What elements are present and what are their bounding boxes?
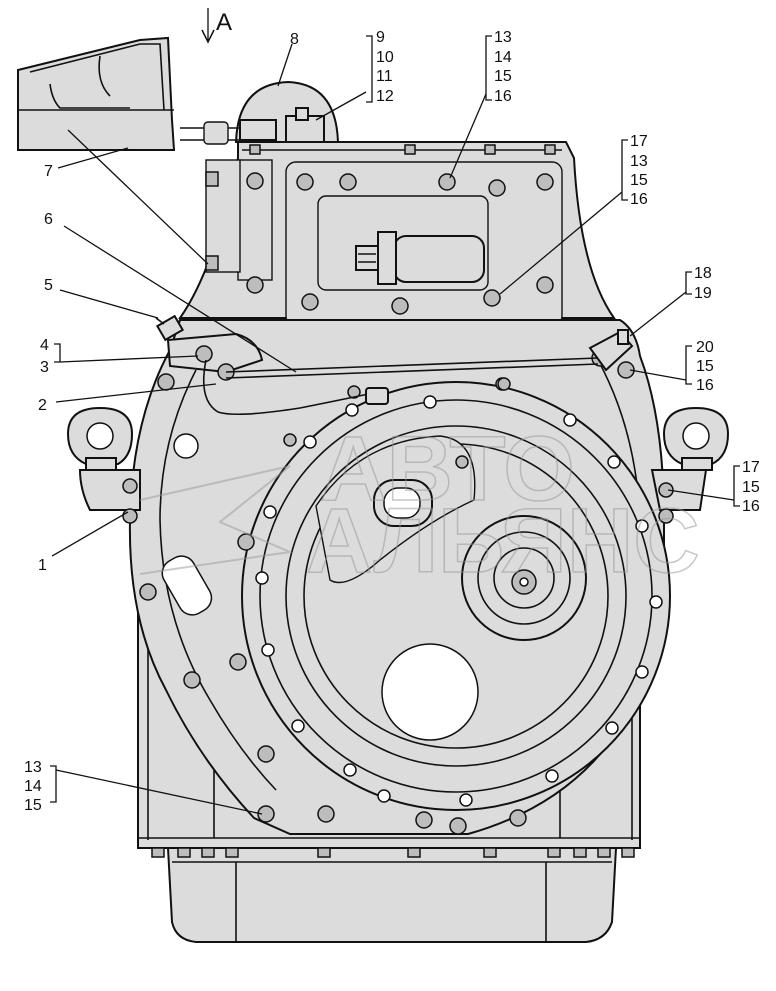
oil-pan — [166, 847, 618, 943]
callout-top-13: 13 — [494, 29, 512, 46]
lifting-eye-left — [66, 406, 141, 511]
callout-bottom-15: 15 — [24, 797, 42, 814]
callout-3: 3 — [40, 359, 49, 376]
balance-opening — [381, 643, 479, 741]
callout-labels: 7 6 5 4 3 2 1 8 9 10 11 12 13 14 15 16 1… — [24, 29, 760, 814]
callout-right-13: 13 — [630, 153, 648, 170]
callout-bottom-14: 14 — [24, 778, 42, 795]
callout-11: 11 — [376, 68, 393, 85]
callout-top-14: 14 — [494, 49, 512, 66]
callout-mid-16: 16 — [696, 377, 714, 394]
callout-2: 2 — [38, 397, 47, 414]
crankshaft-hub — [461, 515, 587, 641]
wiring-connector — [180, 107, 325, 145]
solenoid — [355, 231, 485, 285]
sensor-cable — [202, 359, 379, 416]
callout-top-16: 16 — [494, 88, 512, 105]
view-label: A — [216, 9, 232, 36]
callout-9: 9 — [376, 29, 385, 46]
callout-1: 1 — [38, 557, 47, 574]
pan-bolts — [151, 847, 635, 858]
callout-8: 8 — [290, 31, 299, 48]
support-rod — [225, 357, 599, 373]
callout-20: 20 — [696, 339, 714, 356]
callout-top-15: 15 — [494, 68, 512, 85]
valve-cover-bolts — [246, 144, 556, 315]
callout-bottom-13: 13 — [24, 759, 42, 776]
callout-right-16: 16 — [630, 191, 648, 208]
callout-low-15: 15 — [742, 479, 760, 496]
watermark-line1: АВТО — [320, 418, 575, 520]
callout-right-15: 15 — [630, 172, 648, 189]
callout-7: 7 — [44, 163, 53, 180]
flywheel-rim-bolts — [255, 377, 663, 807]
view-arrow: A — [201, 8, 232, 44]
watermark-line2: АЛЬЯНС — [306, 490, 700, 592]
watermark: АВТО АЛЬЯНС — [139, 417, 701, 593]
callout-low-17: 17 — [742, 459, 760, 476]
housing-bolts — [122, 349, 674, 835]
callout-19: 19 — [694, 285, 712, 302]
callout-10: 10 — [376, 49, 394, 66]
callout-6: 6 — [44, 211, 53, 228]
intake-manifold — [17, 36, 241, 273]
lifting-eye-right — [650, 406, 730, 511]
leader-lines — [50, 35, 740, 815]
callout-mid-15: 15 — [696, 358, 714, 375]
callout-low-16: 16 — [742, 498, 760, 515]
callout-18: 18 — [694, 265, 712, 282]
callout-right-17: 17 — [630, 133, 648, 150]
callout-12: 12 — [376, 88, 394, 105]
callout-5: 5 — [44, 277, 53, 294]
callout-4: 4 — [40, 337, 49, 354]
